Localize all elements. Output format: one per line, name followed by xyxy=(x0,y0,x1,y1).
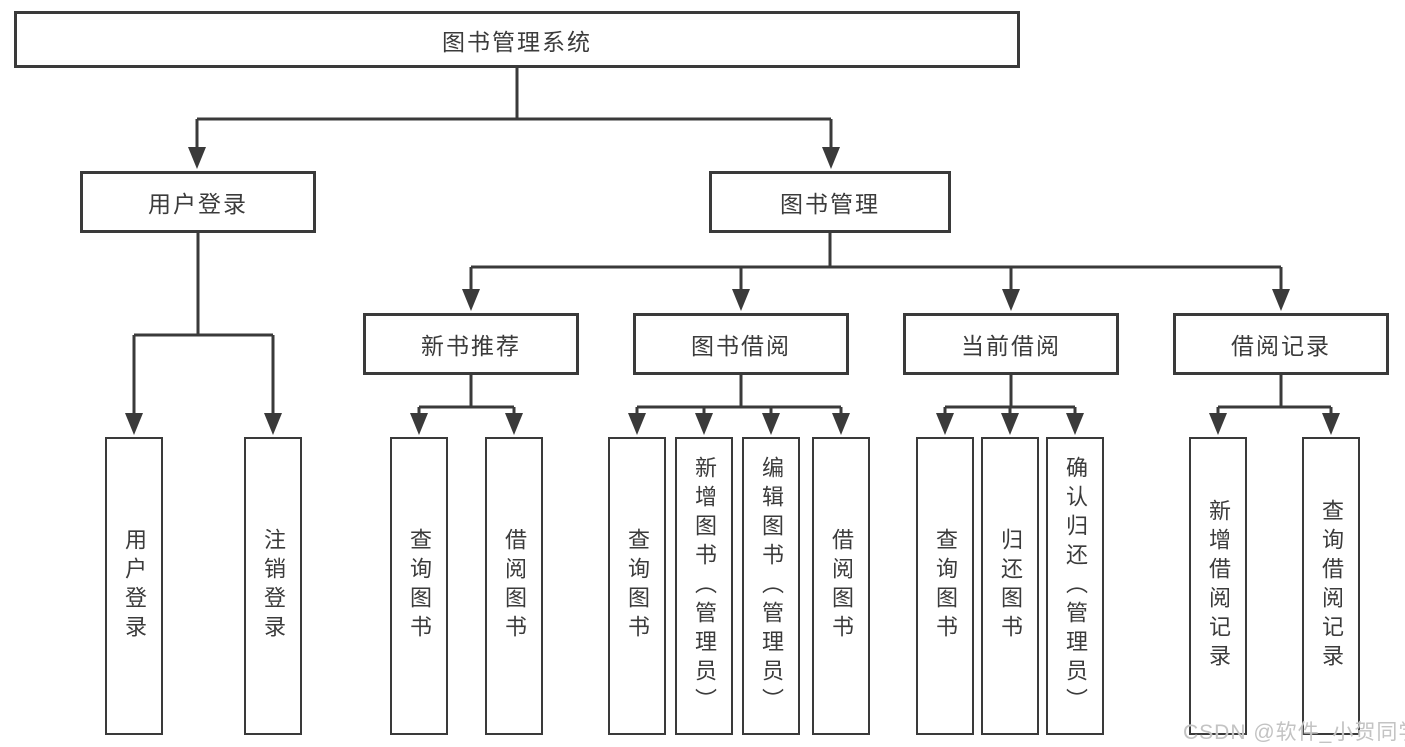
leaf-borrow-books-recommend: 借阅图书 xyxy=(485,437,543,735)
node-new-book-recommendation: 新书推荐 xyxy=(363,313,579,375)
leaf-add-borrow-record: 新增借阅记录 xyxy=(1189,437,1247,735)
node-user-login: 用户登录 xyxy=(80,171,316,233)
node-borrowing-records: 借阅记录 xyxy=(1173,313,1389,375)
csdn-watermark: CSDN @软件_小贺同学 xyxy=(1183,721,1405,744)
leaf-add-books-admin: 新增图书（管理员） xyxy=(675,437,733,735)
leaf-query-books-recommend: 查询图书 xyxy=(390,437,448,735)
leaf-query-borrow-record: 查询借阅记录 xyxy=(1302,437,1360,735)
node-current-borrowing: 当前借阅 xyxy=(903,313,1119,375)
leaf-borrow-books-borrowing: 借阅图书 xyxy=(812,437,870,735)
leaf-confirm-return-admin: 确认归还（管理员） xyxy=(1046,437,1104,735)
leaf-logout: 注销登录 xyxy=(244,437,302,735)
leaf-query-books-borrowing: 查询图书 xyxy=(608,437,666,735)
leaf-edit-books-admin: 编辑图书（管理员） xyxy=(742,437,800,735)
leaf-query-books-current: 查询图书 xyxy=(916,437,974,735)
leaf-user-login: 用户登录 xyxy=(105,437,163,735)
node-book-management: 图书管理 xyxy=(709,171,951,233)
node-book-borrowing: 图书借阅 xyxy=(633,313,849,375)
leaf-return-books: 归还图书 xyxy=(981,437,1039,735)
node-library-management-system: 图书管理系统 xyxy=(14,11,1020,68)
